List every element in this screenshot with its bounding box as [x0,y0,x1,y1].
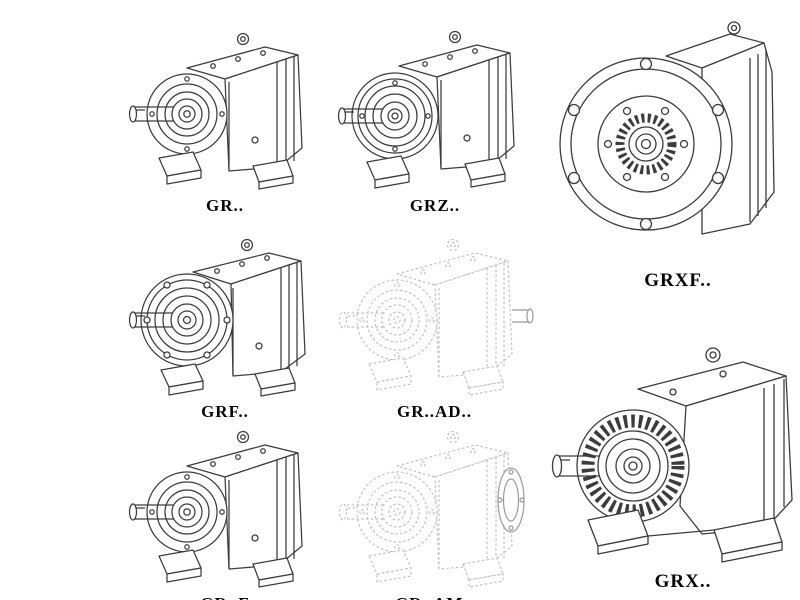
gearbox-label-grf: GRF.. [201,402,249,421]
gearbox-drawing-grxf [559,21,775,235]
gearbox-figure-gr-f: GR..F [125,420,325,600]
gearbox-drawing-gr-f [128,430,303,588]
gearbox-figure-gr-ad: GR..AD.. [332,228,537,422]
gearbox-label-gr-f: GR..F [200,594,249,600]
gearbox-label-gr-ad: GR..AD.. [396,402,473,421]
gearbox-figure-grxf: GRXF.. [538,16,800,292]
gearbox-figure-grx: GRX.. [538,314,800,593]
gearbox-drawing-gr [128,32,303,190]
gearbox-figure-grf: GRF.. [125,228,325,422]
gearbox-drawing-gr-am [338,430,525,588]
gearbox-figure-gr-am: GR..AM.. [332,420,537,600]
gearbox-figure-grz: GRZ.. [335,22,535,216]
gearbox-drawing-grx [551,347,793,563]
gearbox-drawing-gr-ad [338,238,534,396]
gearbox-drawing-grf [128,238,306,397]
gearbox-label-grz: GRZ.. [409,196,461,215]
gearbox-label-grxf: GRXF.. [644,270,712,291]
gearbox-label-gr-am: GR..AM.. [395,594,474,600]
gearbox-label-gr: GR.. [206,196,244,215]
gearbox-label-grx: GRX.. [654,571,712,592]
gearbox-figure-gr: GR.. [125,22,325,216]
gearbox-drawing-grz [337,30,515,189]
